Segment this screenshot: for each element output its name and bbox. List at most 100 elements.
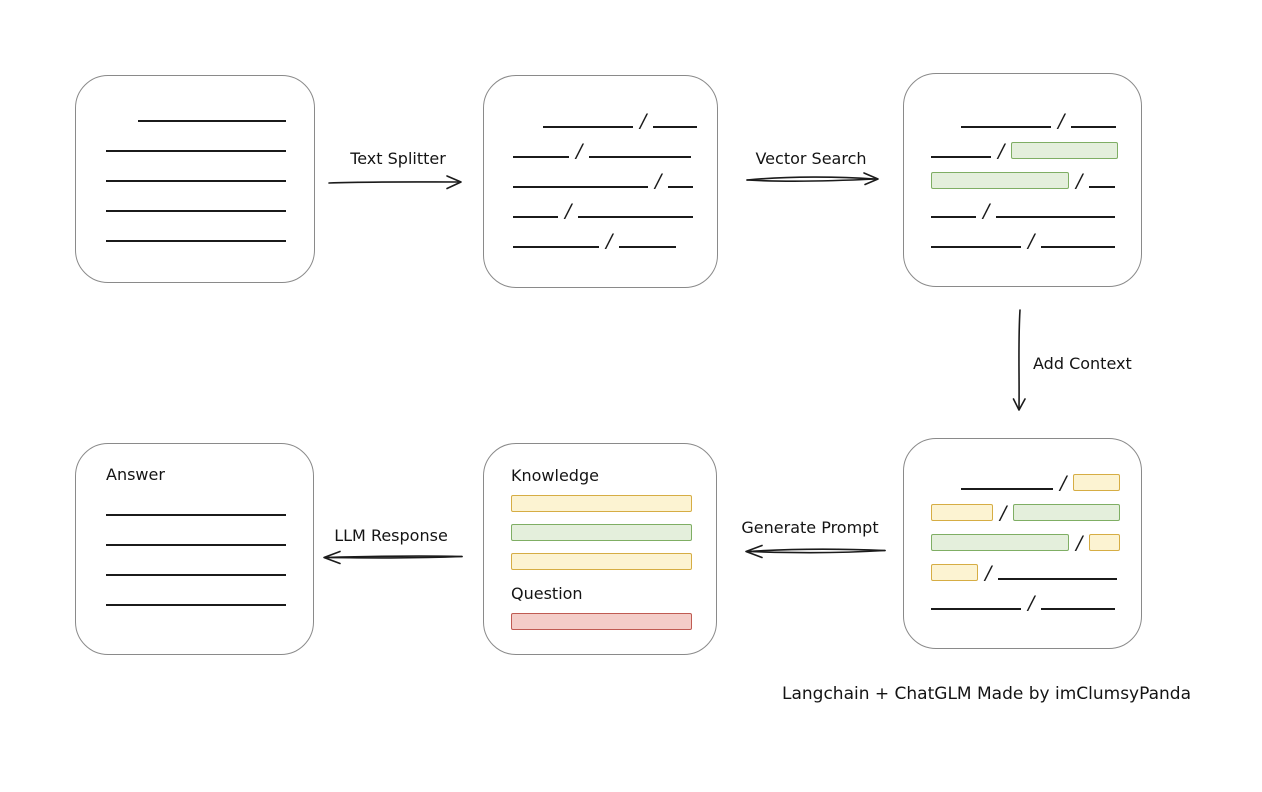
arrow-head — [446, 175, 462, 190]
chunk-row: / — [931, 562, 1141, 584]
text-line — [1041, 246, 1116, 248]
text-splitter-arrow — [328, 175, 462, 190]
split-chunks-box: / / / / / — [483, 75, 718, 288]
green-chunk — [931, 534, 1069, 551]
green-chunk — [511, 524, 692, 541]
chunk-row — [106, 226, 314, 243]
text-line — [106, 210, 286, 212]
generate-prompt-arrow — [745, 544, 886, 559]
text-line — [513, 216, 558, 218]
yellow-chunk — [1073, 474, 1121, 491]
green-chunk — [1013, 504, 1121, 521]
yellow-chunk — [511, 553, 692, 570]
text-line — [996, 216, 1116, 218]
vector-search-label: Vector Search — [755, 149, 867, 168]
knowledge-label: Knowledge — [511, 466, 599, 485]
chunk-row — [106, 136, 314, 153]
text-line — [931, 156, 991, 158]
arrow-head — [863, 172, 879, 186]
text-line — [106, 240, 286, 242]
answer-content: Answer — [76, 444, 313, 607]
searched-chunks-box: / / / / / — [903, 73, 1142, 287]
slash-separator: / — [1028, 592, 1035, 614]
text-line — [513, 156, 569, 158]
chunk-row — [106, 106, 314, 123]
arrow-shaft — [748, 548, 886, 553]
caption-text: Langchain + ChatGLM Made by imClumsyPand… — [782, 684, 1191, 704]
chunk-row: / — [931, 170, 1141, 192]
text-line — [106, 544, 286, 546]
chunk-row — [511, 613, 716, 630]
slash-separator: / — [1076, 532, 1083, 554]
yellow-chunk — [931, 504, 993, 521]
chunk-row: / — [931, 110, 1141, 132]
slash-separator: / — [985, 562, 992, 584]
text-line — [1041, 608, 1116, 610]
knowledge-bars — [511, 495, 716, 570]
yellow-chunk — [511, 495, 692, 512]
question-label: Question — [511, 584, 583, 603]
text-line — [106, 180, 286, 182]
llm-response-label: LLM Response — [334, 526, 448, 545]
slash-separator: / — [565, 200, 572, 222]
slash-separator: / — [576, 140, 583, 162]
text-line — [998, 578, 1118, 580]
chunk-row: / — [513, 112, 717, 131]
chunk-row: / — [513, 232, 717, 251]
text-line — [589, 156, 692, 158]
context-chunks-box: / / / / / — [903, 438, 1142, 649]
chunk-row — [511, 553, 716, 570]
prompt-box: Knowledge Question — [483, 443, 717, 655]
text-line — [931, 216, 976, 218]
arrow-shaft — [328, 181, 459, 184]
chunk-row — [106, 196, 314, 213]
text-line — [931, 608, 1021, 610]
llm-response-arrow — [323, 550, 463, 565]
text-line — [1089, 186, 1116, 188]
prompt-content: Knowledge Question — [484, 444, 716, 630]
slash-separator: / — [1000, 502, 1007, 524]
text-line — [961, 126, 1051, 128]
answer-label: Answer — [106, 465, 165, 484]
yellow-chunk — [1089, 534, 1121, 551]
red-chunk — [511, 613, 692, 630]
slash-separator: / — [1076, 170, 1083, 192]
chunk-row — [511, 524, 716, 541]
text-line — [138, 120, 286, 122]
text-line — [106, 514, 286, 516]
chunk-row — [106, 560, 313, 577]
arrow-shaft — [1018, 309, 1021, 409]
chunk-row: / — [513, 200, 717, 222]
text-splitter-label: Text Splitter — [350, 149, 446, 168]
chunk-row: / — [931, 140, 1141, 162]
slash-separator: / — [1058, 110, 1065, 132]
question-bars — [511, 613, 716, 630]
chunk-lines: / / / / / — [904, 74, 1141, 251]
add-context-arrow — [1012, 309, 1026, 411]
text-line — [931, 246, 1021, 248]
arrow-shaft — [746, 176, 876, 181]
chunk-row: / — [931, 472, 1141, 494]
text-line — [619, 246, 677, 248]
chunk-row: / — [931, 232, 1141, 251]
text-line — [668, 186, 694, 188]
chunk-row: / — [513, 140, 717, 162]
slash-separator: / — [983, 200, 990, 222]
chunk-row — [511, 495, 716, 512]
text-line — [1071, 126, 1117, 128]
chunk-row — [106, 590, 313, 607]
arrow-head — [745, 544, 763, 559]
slash-separator: / — [655, 170, 662, 192]
slash-separator: / — [998, 140, 1005, 162]
text-line — [106, 604, 286, 606]
text-line — [543, 126, 633, 128]
chunk-row: / — [931, 502, 1141, 524]
chunk-row — [106, 500, 313, 517]
slash-separator: / — [1060, 472, 1067, 494]
answer-box: Answer — [75, 443, 314, 655]
text-line — [513, 246, 599, 248]
chunk-lines: / / / / / — [484, 76, 717, 251]
text-line — [653, 126, 698, 128]
vector-search-arrow — [746, 172, 879, 186]
